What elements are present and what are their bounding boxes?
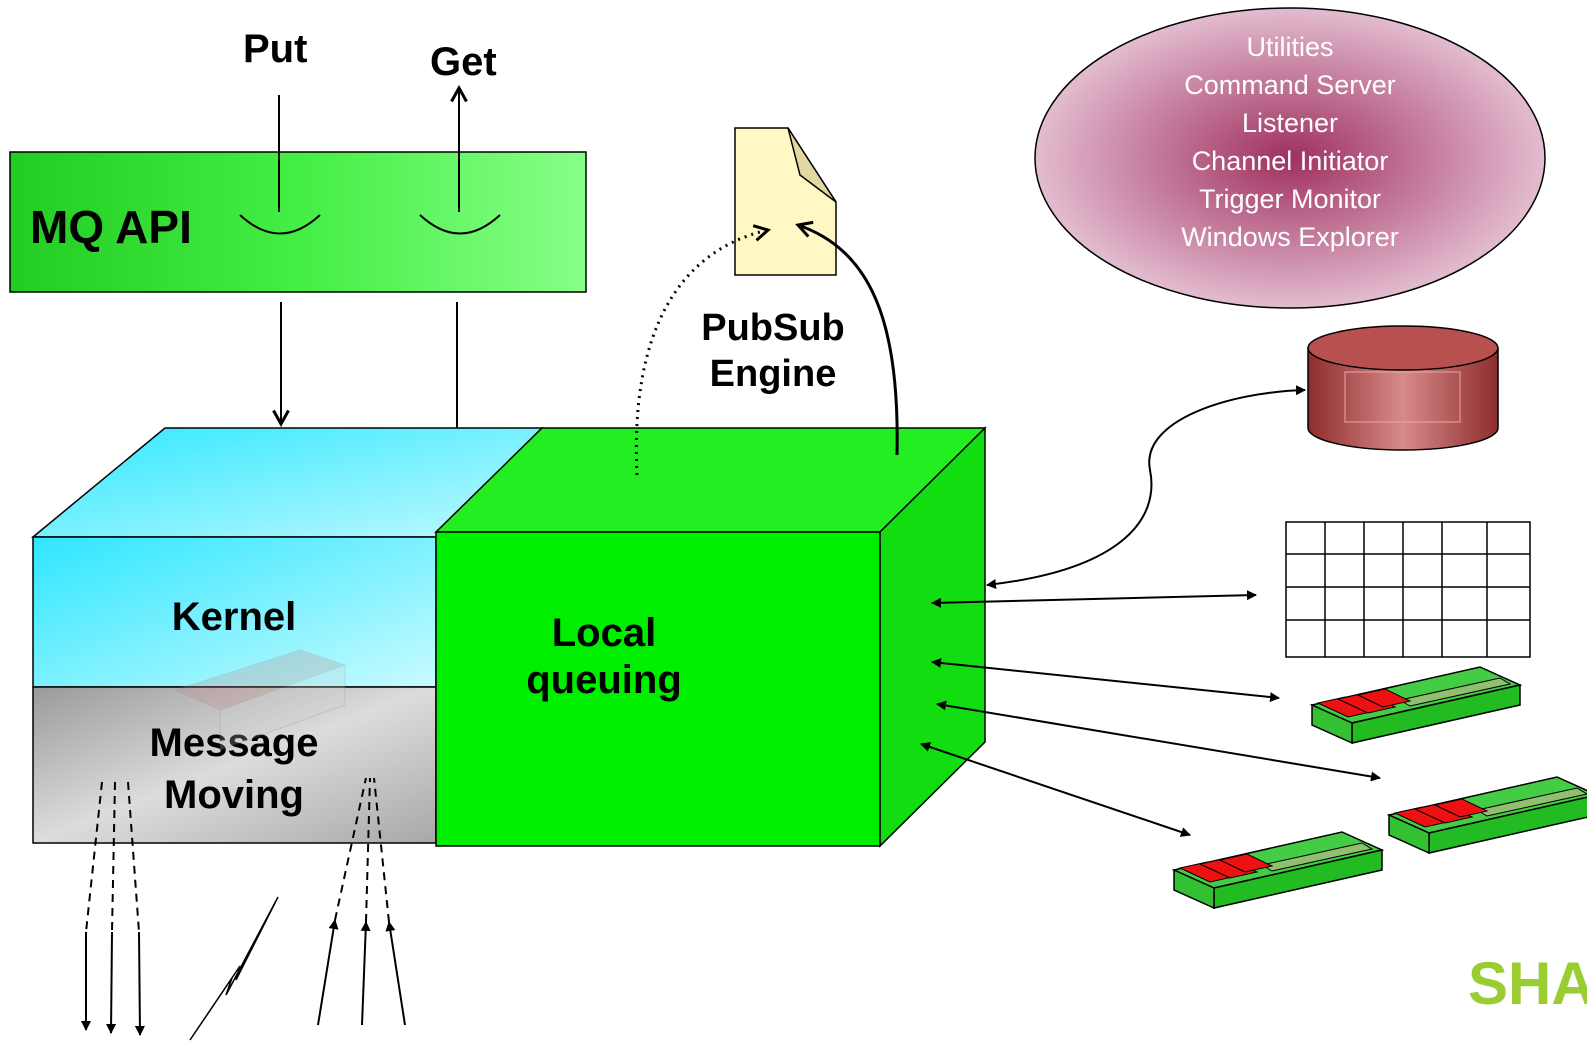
local-queuing-label-line2: queuing bbox=[526, 658, 682, 702]
tray-arrow-1 bbox=[931, 657, 1280, 703]
utilities-item: Trigger Monitor bbox=[1199, 184, 1381, 214]
utilities-item: Channel Initiator bbox=[1192, 146, 1389, 176]
tray-icon bbox=[1309, 666, 1523, 745]
message-moving-label-line1: Message bbox=[150, 721, 319, 765]
tray-icon bbox=[1171, 831, 1385, 910]
put-label: Put bbox=[243, 27, 307, 71]
utilities-item: Utilities bbox=[1246, 32, 1333, 62]
tray-icon bbox=[1386, 776, 1587, 855]
utilities-ellipse bbox=[1034, 7, 1546, 309]
utilities-item: Command Server bbox=[1184, 70, 1396, 100]
kernel-face bbox=[32, 536, 437, 688]
kernel-label: Kernel bbox=[172, 595, 297, 639]
local-queuing-label-line1: Local bbox=[552, 611, 656, 655]
tray-arrow-2 bbox=[936, 700, 1381, 782]
table-arrow bbox=[931, 590, 1257, 608]
get-label: Get bbox=[430, 40, 497, 84]
outgoing-channel-arrows bbox=[81, 781, 145, 1036]
database-arrow bbox=[986, 385, 1306, 589]
tray-arrow-3 bbox=[920, 742, 1191, 837]
pubsub-solid-arrow bbox=[798, 225, 899, 456]
faint-tray-watermark bbox=[173, 649, 347, 751]
message-moving-label-line2: Moving bbox=[164, 773, 304, 817]
lightning-icon bbox=[189, 896, 279, 1041]
local-front-face bbox=[435, 531, 881, 847]
get-hook bbox=[419, 214, 501, 235]
utilities-item: Listener bbox=[1242, 108, 1338, 138]
mq-api-label: MQ API bbox=[30, 201, 192, 253]
database-icon bbox=[1307, 325, 1499, 451]
incoming-channel-arrows bbox=[317, 777, 406, 1026]
pubsub-label-line1: PubSub bbox=[701, 307, 845, 349]
pubsub-label-line2: Engine bbox=[710, 353, 837, 395]
utilities-item: Windows Explorer bbox=[1181, 222, 1399, 252]
document-icon bbox=[734, 127, 837, 276]
table-icon bbox=[1285, 521, 1531, 658]
put-hook bbox=[239, 214, 321, 235]
logo-text: SHA bbox=[1468, 950, 1587, 1017]
